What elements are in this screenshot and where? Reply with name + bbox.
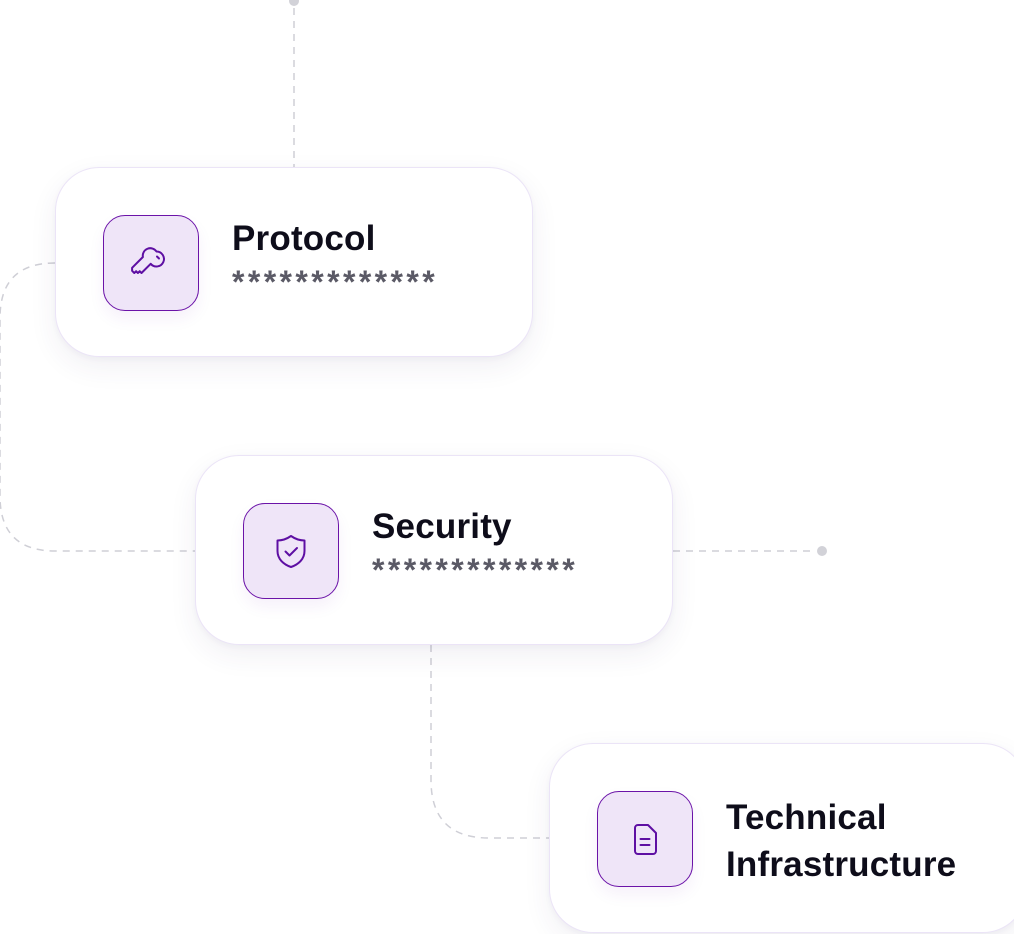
card-text: Security ************* [372,506,578,586]
icon-container [597,791,693,887]
shield-check-icon [276,535,306,568]
node-card-security[interactable]: Security ************* [195,455,673,645]
node-title: Protocol [232,219,376,258]
icon-container [243,503,339,599]
card-text: Protocol ************* [232,218,438,298]
top-anchor-dot [289,0,299,6]
node-title-line-2: Infrastructure [726,845,957,884]
masked-value: ************* [232,264,439,300]
right-anchor-dot [817,546,827,556]
masked-value: ************* [372,552,579,588]
card-text: Technical Infrastructure [726,794,956,888]
key-icon [131,247,165,274]
node-card-protocol[interactable]: Protocol ************* [55,167,533,357]
document-icon [634,824,657,855]
node-card-technical-infrastructure[interactable]: Technical Infrastructure [549,743,1014,933]
connector-security-to-infra [430,645,549,839]
icon-container [103,215,199,311]
node-title-line-1: Technical [726,798,887,837]
node-title: Security [372,507,512,546]
